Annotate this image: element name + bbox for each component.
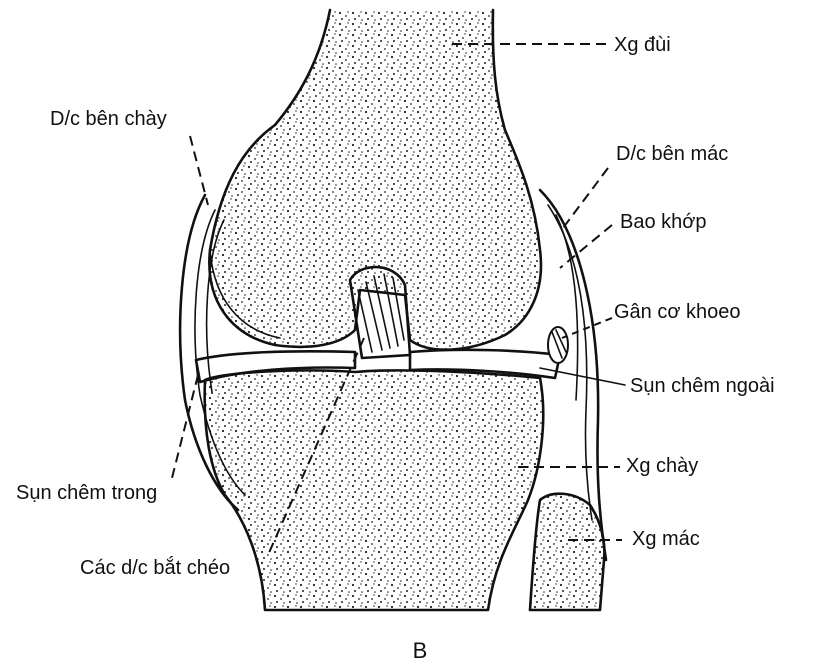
label-medial-meniscus: Sụn chêm trong	[16, 482, 157, 504]
femur	[209, 10, 541, 350]
leader-fibular-collateral	[560, 168, 608, 232]
label-tibial-collateral: D/c bên chày	[50, 108, 167, 130]
label-lateral-meniscus: Sụn chêm ngoài	[630, 375, 775, 397]
fibula	[530, 494, 604, 610]
label-fibular-collateral: D/c bên mác	[616, 143, 728, 165]
figure-caption: B	[413, 638, 428, 663]
popliteus-tendon	[548, 327, 568, 363]
label-tibia: Xg chày	[626, 455, 698, 477]
label-cruciate-ligaments: Các d/c bắt chéo	[80, 556, 230, 579]
leader-popliteus	[562, 318, 612, 338]
label-popliteus-tendon: Gân cơ khoeo	[614, 301, 741, 323]
label-fibula: Xg mác	[632, 528, 700, 550]
tibia	[205, 370, 544, 610]
label-femur: Xg đùi	[614, 34, 671, 56]
label-joint-capsule: Bao khớp	[620, 211, 707, 233]
